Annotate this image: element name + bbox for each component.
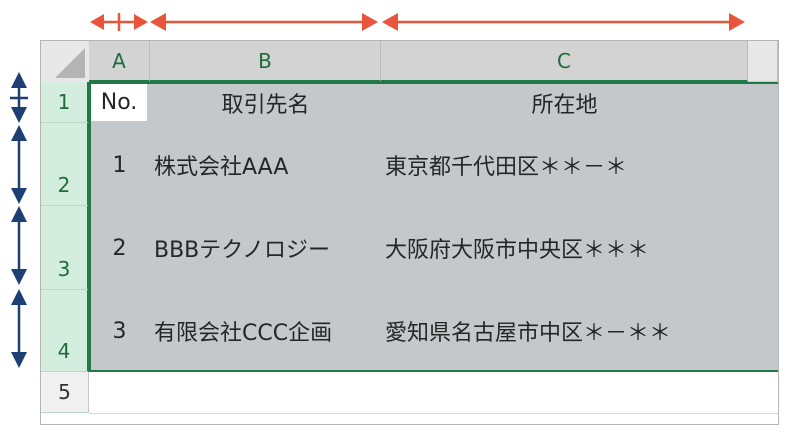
row-4-height-arrow <box>11 289 27 368</box>
active-cell-a1[interactable] <box>91 84 147 121</box>
row-2-height-arrow <box>11 125 27 204</box>
cell-b1[interactable]: 取引先名 <box>221 92 310 118</box>
column-header-d[interactable] <box>748 41 778 82</box>
row-header-4[interactable]: 4 <box>41 290 89 372</box>
cell-b2[interactable]: 株式会社AAA <box>154 155 289 180</box>
cell-a4[interactable]: 3 <box>112 318 127 344</box>
row-header-2[interactable]: 2 <box>41 123 89 206</box>
row-header-1[interactable]: 1 <box>41 82 89 123</box>
column-header-b[interactable]: B <box>150 41 381 82</box>
cell-a1[interactable]: No. <box>100 90 138 115</box>
spreadsheet-grid: A B C 1 2 3 4 5 No. 取引先名 所在地 1 株式会社AAA 東… <box>40 40 779 425</box>
cell-c3[interactable]: 大阪府大阪市中央区＊＊＊ <box>385 238 650 263</box>
column-header-a[interactable]: A <box>89 41 150 82</box>
cell-c1[interactable]: 所在地 <box>531 92 598 118</box>
column-b-width-arrow <box>150 13 378 31</box>
select-all-corner[interactable] <box>41 41 90 83</box>
selected-range[interactable] <box>89 82 778 372</box>
row-header-5[interactable]: 5 <box>41 372 89 413</box>
cell-a3[interactable]: 2 <box>112 235 127 261</box>
row-1-height-arrow <box>10 72 28 123</box>
cell-b3[interactable]: BBBテクノロジー <box>154 238 330 263</box>
column-c-width-arrow <box>382 13 745 31</box>
cell-c4[interactable]: 愛知県名古屋市中区＊－＊＊ <box>385 321 672 346</box>
row-divider <box>89 413 778 414</box>
cell-b4[interactable]: 有限会社CCC企画 <box>154 321 333 346</box>
cell-c2[interactable]: 東京都千代田区＊＊－＊ <box>385 155 628 180</box>
row-header-3[interactable]: 3 <box>41 206 89 290</box>
cell-a2[interactable]: 1 <box>112 152 127 178</box>
column-a-width-arrow <box>90 13 148 31</box>
row-3-height-arrow <box>11 206 27 285</box>
column-header-c[interactable]: C <box>381 41 748 82</box>
